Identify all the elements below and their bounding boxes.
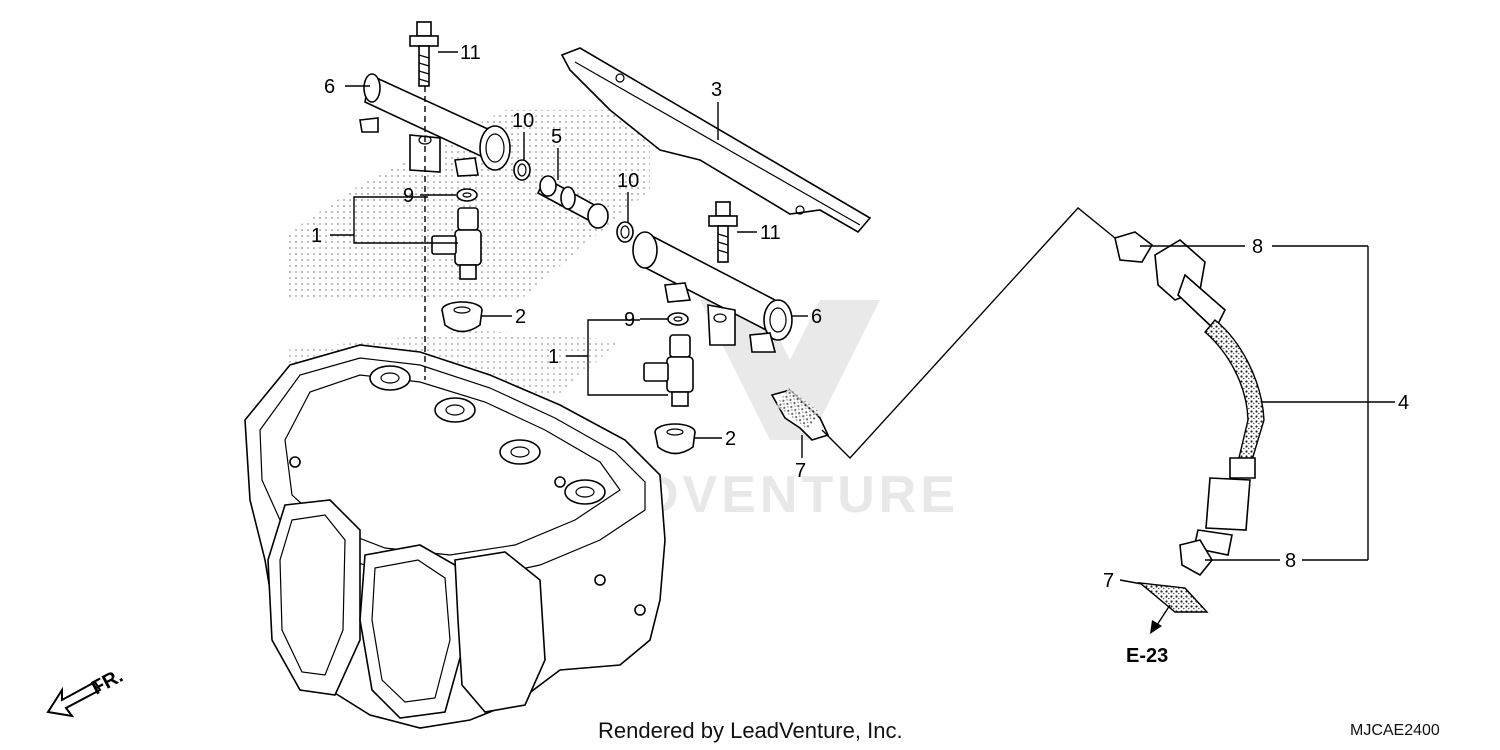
bracket-part-3: [560, 47, 872, 234]
callout-8-top: 8: [1252, 236, 1263, 258]
callout-1-right: 1: [548, 346, 559, 368]
callout-9-left: 9: [403, 185, 414, 207]
injector-bosses: [369, 365, 606, 505]
o-rings-part-10: [513, 159, 634, 243]
callout-10-right: 10: [617, 170, 639, 192]
callout-1-left: 1: [311, 225, 322, 247]
callout-8-bottom: 8: [1285, 550, 1296, 572]
callout-5: 5: [551, 126, 562, 148]
insulator-part-2-left: [441, 301, 483, 333]
callout-3: 3: [711, 79, 722, 101]
injector-part-1-right: [643, 334, 694, 407]
callout-6-right: 6: [811, 306, 822, 328]
callout-7-right: 7: [1103, 570, 1114, 592]
callout-10-left: 10: [512, 110, 534, 132]
throttle-body: [244, 344, 666, 729]
injector-part-1-left: [431, 207, 482, 280]
clip-part-7-center: [770, 388, 830, 441]
diagram-code: MJCAE2400: [1350, 722, 1440, 739]
fuel-rail-right-part-6: [632, 231, 793, 353]
sub-harness-part-4: [1114, 231, 1265, 613]
bolt-part-11-left: [409, 21, 439, 87]
credit-text: Rendered by LeadVenture, Inc.: [598, 718, 903, 743]
reference-label: E-23: [1126, 645, 1168, 667]
callout-11-right: 11: [760, 222, 781, 244]
callout-9-right: 9: [624, 309, 635, 331]
insulator-part-2-right: [654, 423, 696, 455]
leader-lines: [330, 51, 1395, 634]
callout-2-left: 2: [515, 306, 526, 328]
callout-2-right: 2: [725, 428, 736, 450]
callout-11-left: 11: [460, 42, 481, 64]
callout-7-center: 7: [795, 460, 806, 482]
bolt-part-11-right: [708, 201, 738, 263]
fuel-rail-left-part-6: [359, 73, 511, 177]
callout-4: 4: [1398, 392, 1409, 414]
front-arrow: FR.: [46, 665, 127, 718]
callouts: 11 6 3 10 5 10 9 1 11 2 9 6 1 2 7 8 4 8 …: [311, 42, 1409, 667]
joint-pipe-part-5: [536, 175, 609, 229]
callout-6-left: 6: [324, 76, 335, 98]
